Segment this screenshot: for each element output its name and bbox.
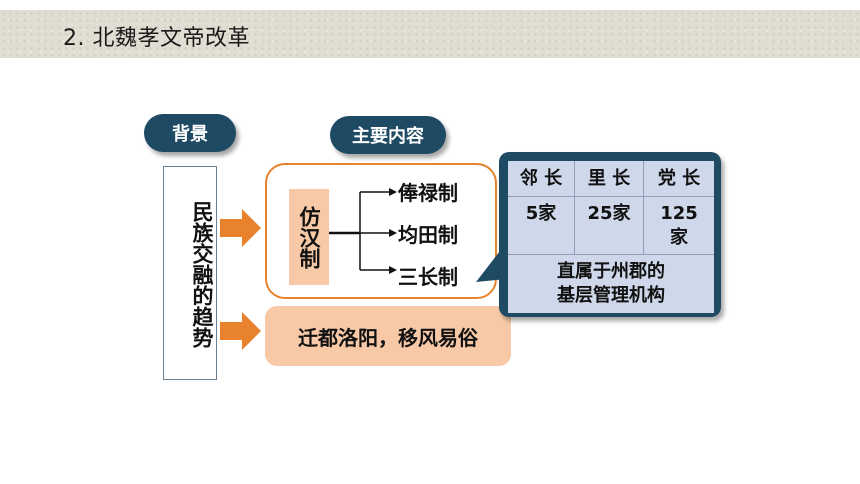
branch-connector bbox=[329, 188, 397, 274]
arrow-right-icon bbox=[220, 209, 261, 247]
background-label: 背景 bbox=[144, 114, 236, 152]
arrow-right-icon-2 bbox=[220, 312, 261, 350]
header-dang: 党 长 bbox=[644, 161, 714, 197]
header-lin: 邻 长 bbox=[508, 161, 575, 197]
system-equal-field: 均田制 bbox=[398, 223, 458, 247]
system-salary: 俸禄制 bbox=[398, 181, 458, 205]
table-note: 直属于州郡的 基层管理机构 bbox=[508, 255, 714, 313]
fang-han-box: 仿汉制 bbox=[289, 189, 329, 285]
relocation-box: 迁都洛阳，移风易俗 bbox=[265, 306, 511, 366]
system-three-heads: 三长制 bbox=[398, 265, 458, 289]
value-dang-text: 125家 bbox=[660, 203, 698, 248]
header-li: 里 长 bbox=[575, 161, 644, 197]
page-title: 2. 北魏孝文帝改革 bbox=[63, 26, 250, 51]
note-line-2: 基层管理机构 bbox=[557, 285, 665, 306]
title-bar: 2. 北魏孝文帝改革 bbox=[0, 10, 860, 58]
trend-box: 民族交融的趋势 bbox=[163, 166, 217, 380]
value-lin: 5家 bbox=[508, 197, 575, 255]
main-content-label: 主要内容 bbox=[330, 116, 446, 154]
fang-han-text: 仿汉制 bbox=[297, 205, 321, 269]
sanzhang-table: 邻 长 里 长 党 长 5家 25家 125家 直属于州郡的 基层管理机构 bbox=[508, 161, 714, 313]
note-line-1: 直属于州郡的 bbox=[557, 261, 665, 282]
trend-text: 民族交融的趋势 bbox=[190, 200, 214, 348]
value-dang: 125家 bbox=[644, 197, 714, 255]
value-li: 25家 bbox=[575, 197, 644, 255]
